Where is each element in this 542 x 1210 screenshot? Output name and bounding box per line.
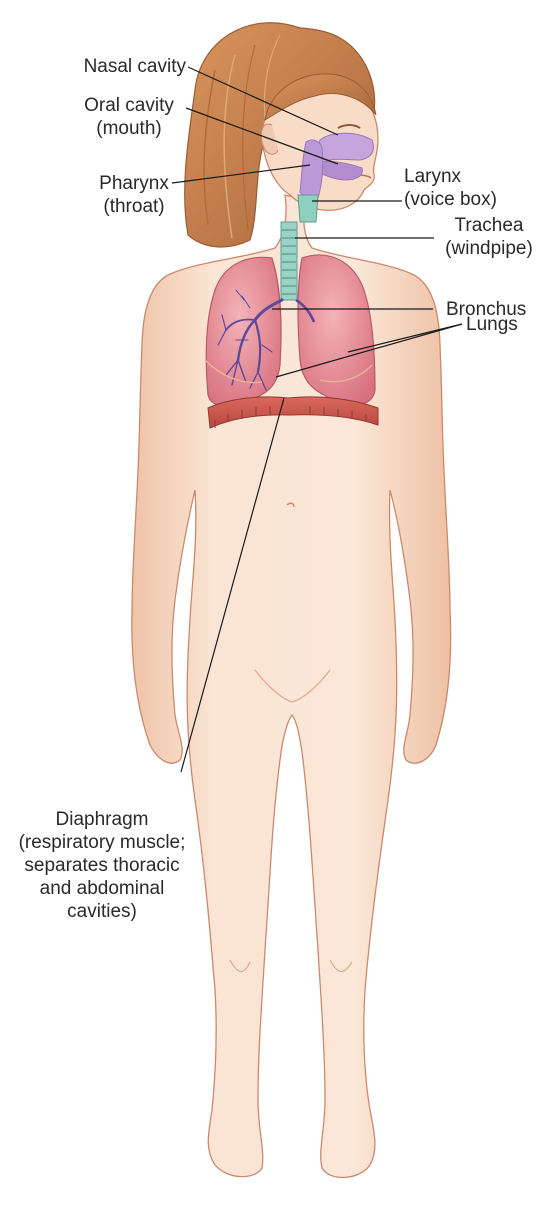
label-oral-cavity: Oral cavity (mouth): [70, 94, 188, 140]
label-lungs: Lungs: [466, 313, 518, 336]
label-larynx: Larynx (voice box): [404, 165, 497, 211]
body-silhouette: [132, 195, 451, 1177]
label-trachea: Trachea (windpipe): [436, 214, 542, 260]
larynx-shape: [298, 195, 318, 222]
trachea-shape: [281, 222, 297, 300]
label-nasal-cavity: Nasal cavity: [48, 55, 186, 78]
label-diaphragm: Diaphragm (respiratory muscle; separates…: [2, 808, 202, 923]
label-pharynx: Pharynx (throat): [92, 172, 176, 218]
nasal-cavity-shape: [319, 133, 374, 160]
